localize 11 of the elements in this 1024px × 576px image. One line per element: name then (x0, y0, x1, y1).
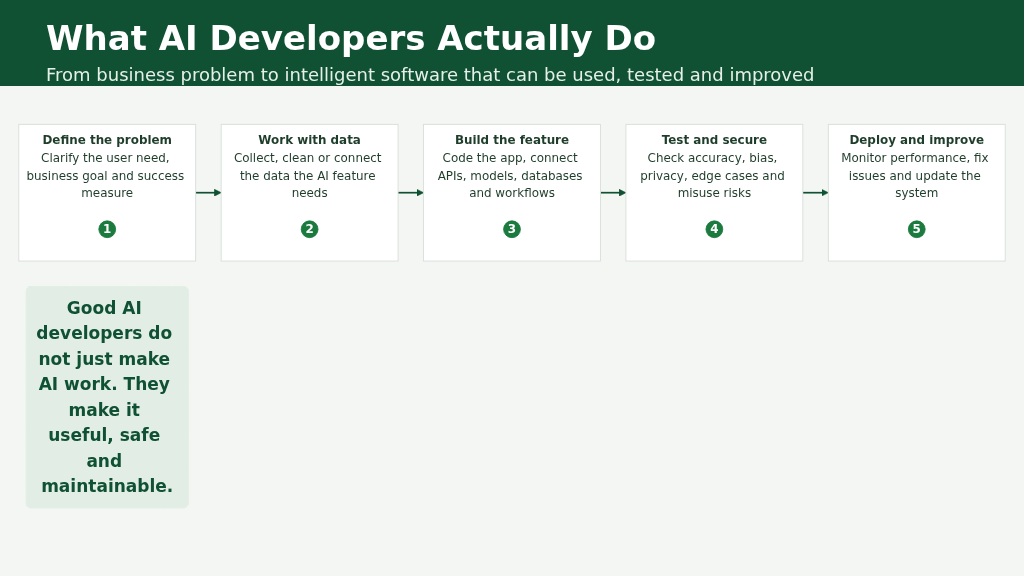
node-circle: 4 (705, 220, 724, 239)
arrow (599, 188, 627, 197)
arrow (801, 188, 829, 197)
arrow (194, 188, 222, 197)
page-title: What AI Developers Actually Do (46, 18, 658, 58)
node-circle: 3 (503, 220, 521, 239)
node-circle: 1 (98, 220, 117, 239)
arrow (397, 188, 424, 197)
node-circle: 2 (300, 220, 319, 239)
node-circle: 5 (907, 220, 926, 239)
subtitle: From business problem to intelligent software that can be used, tested and improved (46, 64, 816, 85)
